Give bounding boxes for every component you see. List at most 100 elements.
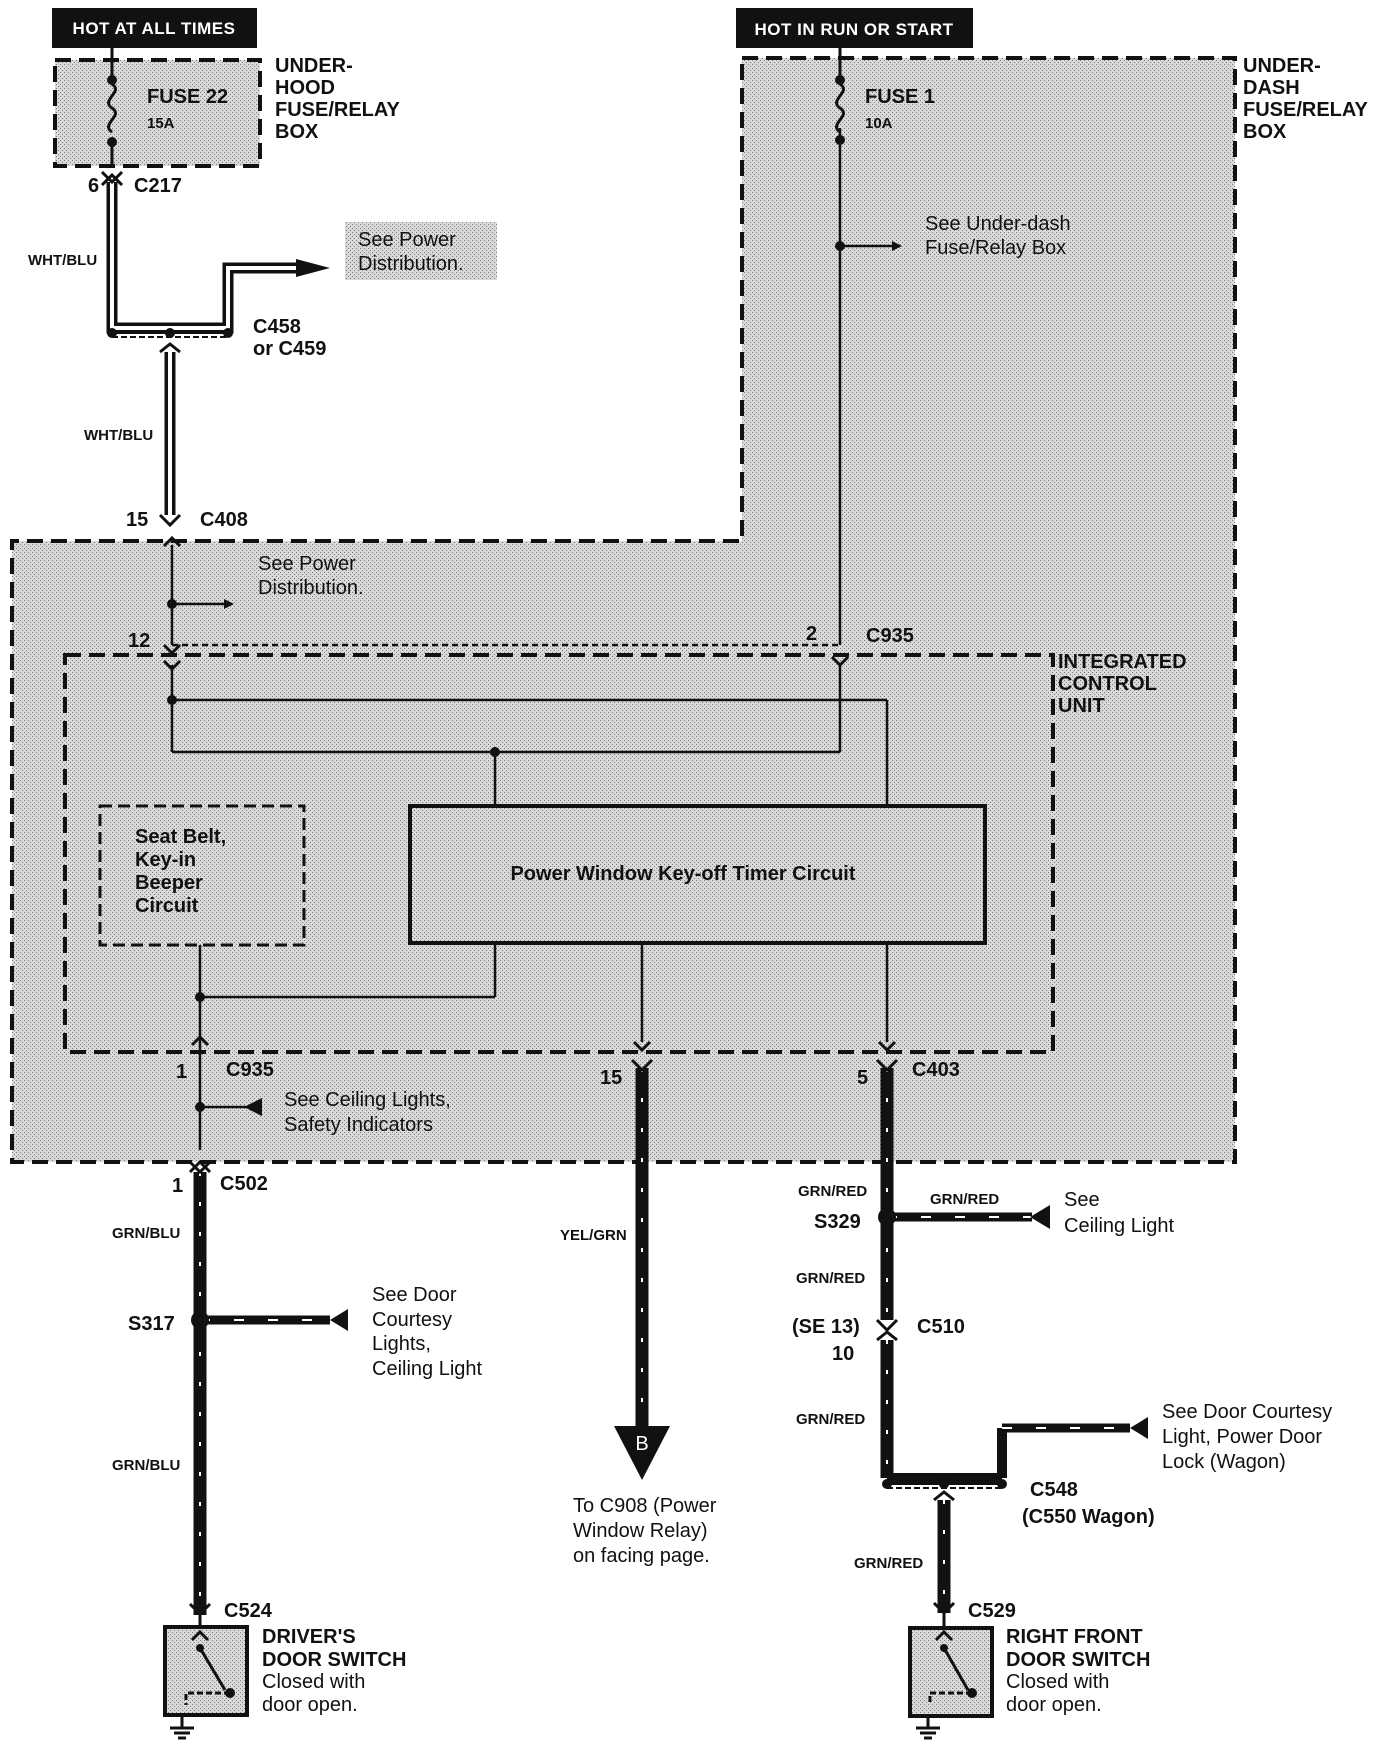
ref-underdash-2: Fuse/Relay Box [925,237,1066,259]
driver-switch-label-2: DOOR SWITCH [262,1649,406,1671]
c524-label: C524 [224,1600,273,1622]
timer-box [408,804,987,945]
ref-to-c908-2: Window Relay) [573,1520,707,1542]
ref-to-c908-1: To C908 (Power [573,1495,717,1517]
wire-grn-red-1: GRN/RED [798,1183,867,1200]
header-right-text: HOT IN RUN OR START [754,20,953,39]
underhood-label-1: UNDER- [275,55,353,77]
icu-label-2: CONTROL [1058,673,1157,695]
c458-label-1: C458 [253,316,301,338]
underdash-label-1: UNDER- [1243,55,1321,77]
shaded-regions [10,56,1237,1164]
c935-top-name: C935 [866,625,914,647]
s329-label: S329 [814,1211,861,1233]
timer-label: Power Window Key-off Timer Circuit [510,863,855,885]
c502-name: C502 [220,1173,268,1195]
c510-name: C510 [917,1316,965,1338]
ref-power-dist-mid-1: See Power [258,553,356,575]
ref-underdash-1: See Under-dash [925,213,1071,235]
underhood-box [53,58,262,168]
wire-grn-blu-2: GRN/BLU [112,1457,180,1474]
underdash-label-4: BOX [1243,121,1287,143]
fuse22-rating: 15A [147,115,175,132]
wire-wht-blu-1: WHT/BLU [28,252,97,269]
fuse22 [107,62,117,168]
underhood-label-3: FUSE/RELAY [275,99,401,121]
c935-bot-pin: 1 [176,1061,187,1083]
ref-door-courtesy-left-2: Courtesy [372,1309,452,1331]
ref-door-courtesy-right-2: Light, Power Door [1162,1426,1322,1448]
ref-power-dist-mid-2: Distribution. [258,577,364,599]
c935-top-pin-right: 2 [806,623,817,645]
c408-name: C408 [200,509,248,531]
yel-grn-wire: B [614,1058,670,1480]
fuse1-rating: 10A [865,115,893,132]
underhood-label-4: BOX [275,121,319,143]
s317-label: S317 [128,1313,175,1335]
fuse1 [835,60,845,145]
c403-name: C403 [912,1059,960,1081]
driver-switch-label-1: DRIVER'S [262,1626,356,1648]
wire-yel-grn: YEL/GRN [560,1227,627,1244]
right-front-door-switch [908,1613,994,1740]
c935-top-pin-left: 12 [128,630,150,652]
ref-power-dist-top-1: See Power [358,229,456,251]
ceiling-safety-arrow [244,1098,262,1116]
grn-blu-wire [188,1159,348,1617]
rf-switch-label-3: Closed with [1006,1671,1109,1693]
rf-switch-label-4: door open. [1006,1694,1102,1716]
icu-label-1: INTEGRATED [1058,651,1187,673]
c217-name: C217 [134,175,182,197]
internal-wiring [170,128,902,1150]
fuse22-name: FUSE 22 [147,86,228,108]
c510-pin-top: (SE 13) [792,1316,860,1338]
wire-grn-blu-1: GRN/BLU [112,1225,180,1242]
seatbelt-label-2: Key-in [135,849,196,871]
c548-label-2: (C550 Wagon) [1022,1506,1155,1528]
ref-ceiling-light-2: Ceiling Light [1064,1215,1175,1237]
wire-wht-blu-2: WHT/BLU [84,427,153,444]
connector-chevrons [162,535,897,1053]
ref-to-c908-3: on facing page. [573,1545,710,1567]
c217-connector [100,170,124,187]
ref-door-courtesy-left-1: See Door [372,1284,457,1306]
c502-pin: 1 [172,1175,183,1197]
ref-ceiling-safety-1: See Ceiling Lights, [284,1089,451,1111]
fuse1-name: FUSE 1 [865,86,935,108]
ref-ceiling-safety-2: Safety Indicators [284,1114,433,1136]
seatbelt-label-1: Seat Belt, [135,826,226,848]
icu-label-3: UNIT [1058,695,1105,717]
ref-door-courtesy-left-4: Ceiling Light [372,1358,483,1380]
driver-door-switch [163,1615,249,1740]
ref-door-courtesy-left-3: Lights, [372,1333,431,1355]
wire-grn-red-4: GRN/RED [854,1555,923,1572]
underdash-label-3: FUSE/RELAY [1243,99,1369,121]
rf-switch-label-1: RIGHT FRONT [1006,1626,1143,1648]
c403-pin-left: 15 [600,1067,622,1089]
c510-pin-bot: 10 [832,1343,854,1365]
c458-label-2: or C459 [253,338,326,360]
c458-connector [107,328,233,354]
seatbelt-label-3: Beeper [135,872,203,894]
power-dist-ref-box [345,222,497,280]
ref-power-dist-top-2: Distribution. [358,253,464,275]
wire-grn-red-2: GRN/RED [796,1270,865,1287]
c548-label-1: C548 [1030,1479,1078,1501]
header-right: HOT IN RUN OR START [736,8,973,48]
flag-b-arrow [614,1426,670,1480]
ref-door-courtesy-right-3: Lock (Wagon) [1162,1451,1286,1473]
wire-grn-red-branch: GRN/RED [930,1191,999,1208]
seatbelt-label-4: Circuit [135,895,199,917]
c935-bot-name: C935 [226,1059,274,1081]
c529-label: C529 [968,1600,1016,1622]
internal-junctions [167,241,845,1112]
seatbelt-box [98,804,306,947]
c217-pin: 6 [88,175,99,197]
flag-b-label: B [635,1433,648,1455]
wire-grn-red-3: GRN/RED [796,1411,865,1428]
header-left: HOT AT ALL TIMES [52,8,257,48]
ref-door-courtesy-right-1: See Door Courtesy [1162,1401,1332,1423]
c403-pin-right: 5 [857,1067,868,1089]
underdash-label-2: DASH [1243,77,1300,99]
